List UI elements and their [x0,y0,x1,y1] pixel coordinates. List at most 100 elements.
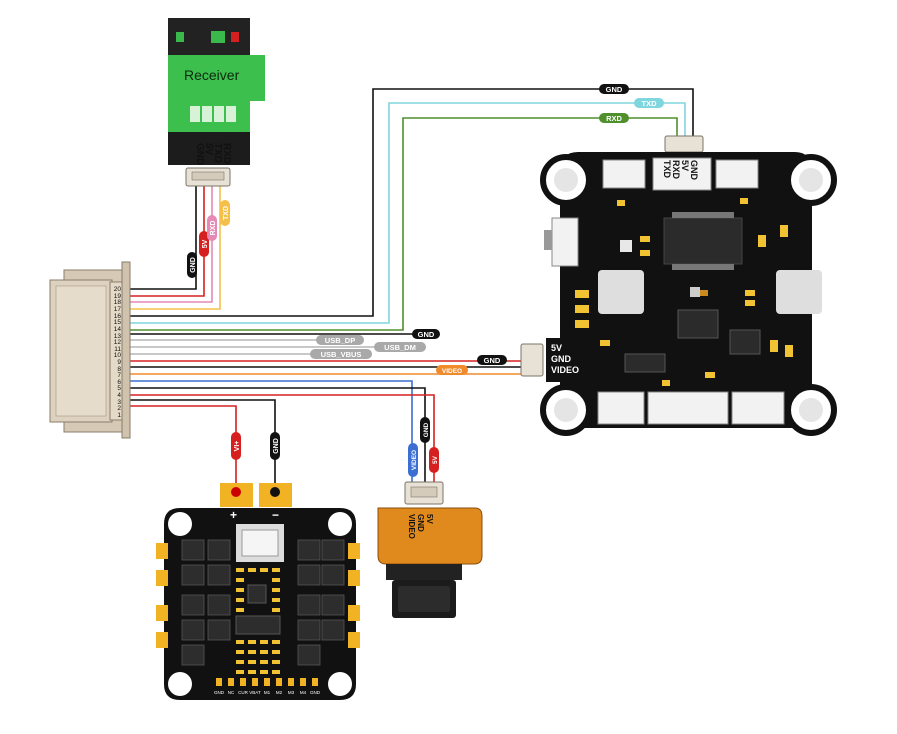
mid-label-gnd-2: GND [477,355,507,365]
svg-text:M1: M1 [264,690,271,695]
receiver-title: Receiver [184,67,240,83]
svg-text:M3: M3 [288,690,295,695]
svg-text:GND: GND [423,422,430,437]
wire-receiver-txd [128,186,221,310]
esc-mcu [247,584,267,604]
wire-label-cam-5v: 5V [429,447,439,473]
svg-text:13: 13 [114,333,122,340]
svg-text:5V: 5V [432,455,439,464]
svg-text:VIDEO: VIDEO [442,368,462,375]
esc-wire-labels: VI+ GND [231,432,280,460]
receiver-chip-red [231,32,239,42]
svg-text:20: 20 [114,286,122,293]
fc-video-plug [520,343,544,377]
esc-mounts [168,512,352,696]
svg-text:14: 14 [114,326,122,333]
fc-pin-txd: TXD [662,160,672,179]
fc-mounts [540,154,837,436]
fc-inductor-right [776,270,822,314]
svg-text:7: 7 [117,372,121,379]
svg-text:1: 1 [117,412,121,419]
svg-text:GND: GND [606,85,623,94]
receiver-chip [211,31,225,43]
svg-text:USB_DP: USB_DP [325,336,355,345]
svg-text:RXD: RXD [210,221,217,236]
svg-text:4: 4 [117,392,121,399]
svg-text:VIDEO: VIDEO [411,450,418,470]
camera: 5V GND VIDEO [377,481,483,618]
svg-text:5: 5 [117,385,121,392]
svg-text:6: 6 [117,379,121,386]
svg-text:15: 15 [114,319,122,326]
esc-bottom-pin-labels: GND NC CUR VBAT M1 M2 M3 M4 GND [214,690,321,695]
wire-label-txd: TXD [220,200,230,226]
svg-text:10: 10 [114,352,122,359]
fc-pin-5v: 5V [680,160,690,171]
top-label-txd: TXD [634,98,664,108]
svg-text:GND: GND [214,690,225,695]
svg-text:8: 8 [117,366,121,373]
usb-label-dp: USB_DP [316,335,364,345]
fc-side-pin-video: VIDEO [551,365,579,375]
top-label-rxd: RXD [599,113,629,123]
esc-mosfets [181,539,345,666]
receiver-pin-gnd: GND [194,143,205,165]
camera-pin-gnd: GND [416,514,425,532]
fc-components [575,198,793,386]
esc: + − [156,483,360,700]
svg-text:CUR: CUR [238,690,248,695]
fc-mcu [663,217,743,265]
wire-label-5v: 5V [199,231,209,257]
svg-text:12: 12 [114,339,122,346]
svg-text:2: 2 [117,405,121,412]
esc-bottom-pads [216,678,318,686]
receiver-pads [190,106,236,122]
wire-label-gnd: GND [187,252,197,278]
fc-board [560,152,812,428]
fc-side-pin-labels: 5V GND VIDEO [551,343,579,375]
wire-label-cam-video: VIDEO [408,443,418,477]
receiver-wire-labels: GND 5V RXD TXD [187,200,230,278]
fc-top-plug [664,135,704,153]
wire-cam-gnd [128,387,426,482]
wire-label-rxd: RXD [207,215,217,241]
esc-motor-pads [156,543,360,648]
esc-center-components [236,568,280,674]
fc-side-pin-gnd: GND [551,354,572,364]
top-label-gnd: GND [599,84,629,94]
svg-text:16: 16 [114,313,122,320]
svg-text:GND: GND [273,438,280,454]
wire-label-cam-gnd: GND [420,417,430,443]
wire-receiver-5v [128,186,205,297]
wire-top-rxd [128,117,678,331]
wire-label-vi: VI+ [231,432,241,460]
svg-text:19: 19 [114,293,122,300]
svg-text:RXD: RXD [606,114,622,123]
svg-text:17: 17 [114,306,122,313]
svg-text:9: 9 [117,359,121,366]
svg-text:TXD: TXD [642,99,658,108]
connector-20pin: 20 19 18 17 16 15 14 13 12 11 10 9 8 7 6… [49,261,131,439]
fc-side-pin-5v: 5V [551,343,562,353]
mid-label-gnd-1: GND [412,329,440,339]
camera-pin-labels: 5V GND VIDEO [407,514,434,539]
wire-top-txd [128,102,686,324]
receiver-pin-5v: 5V [203,143,214,156]
mid-wire-labels: GND USB_DP USB_DM USB_VBUS GND VIDEO [310,329,507,375]
wire-cam-video [128,380,413,482]
svg-text:18: 18 [114,299,122,306]
top-wire-labels: GND TXD RXD [599,84,664,123]
wire-esc-gnd [128,399,276,492]
svg-text:GND: GND [484,356,501,365]
camera-body [377,507,483,565]
wire-receiver-gnd [128,186,197,290]
svg-text:GND: GND [190,257,197,273]
fc-top-pin-labels: GND 5V RXD TXD [662,160,699,181]
receiver-pin-area [168,132,250,165]
svg-text:M2: M2 [276,690,283,695]
receiver-module: Receiver GND 5V TXD RXD [168,18,265,187]
svg-text:M4: M4 [300,690,307,695]
svg-text:USB_VBUS: USB_VBUS [321,350,362,359]
wire-esc-vi [128,405,237,492]
